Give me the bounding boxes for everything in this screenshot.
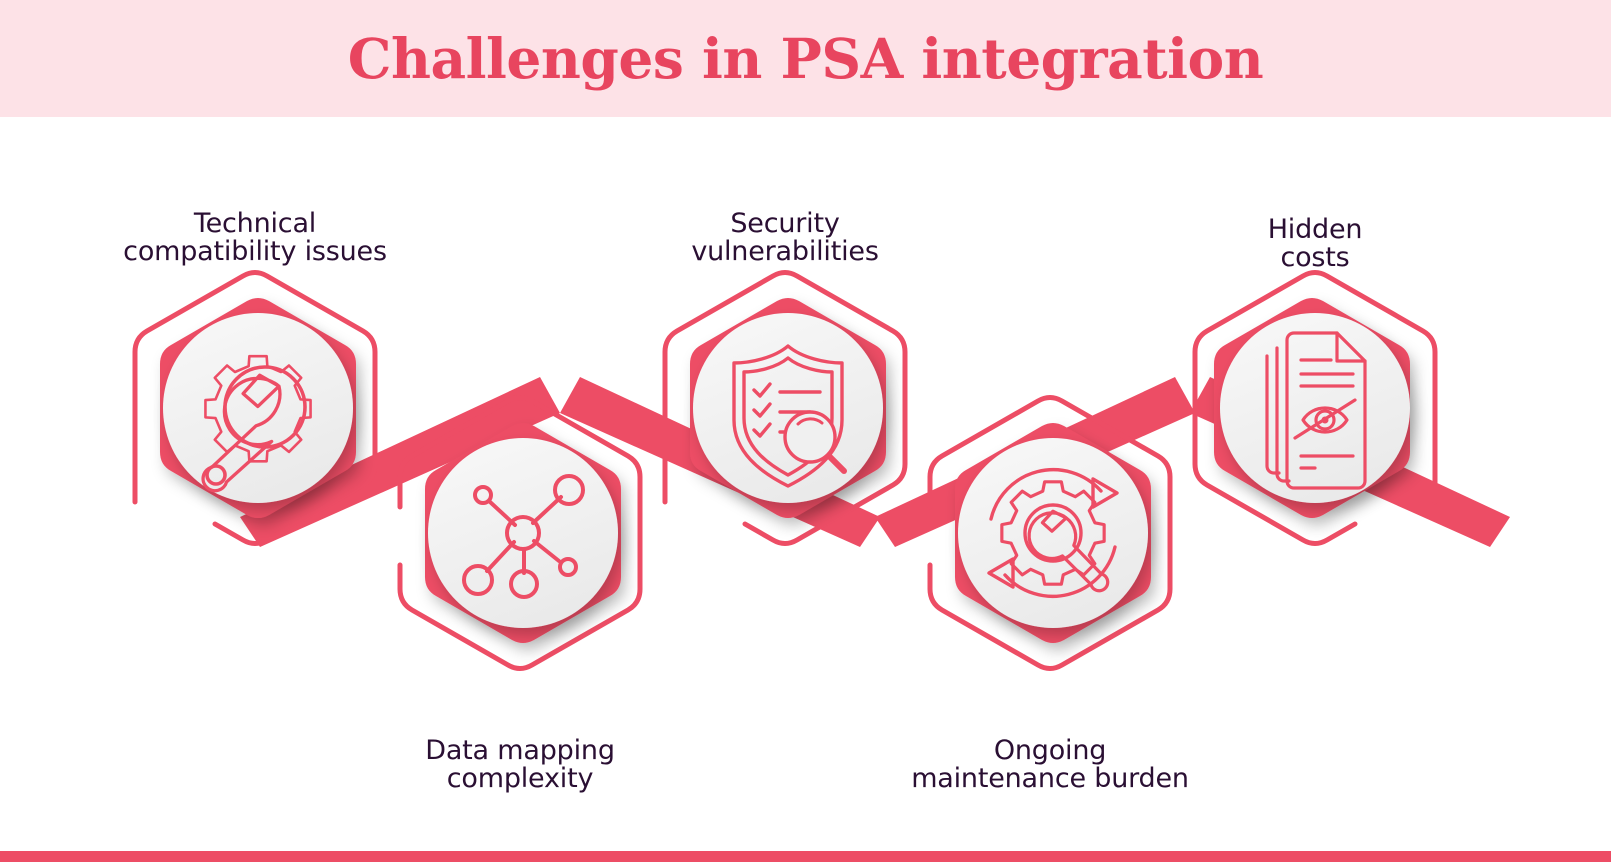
icon-circle-3 xyxy=(693,313,883,503)
header-band xyxy=(0,0,1611,117)
page-title: Challenges in PSA integration xyxy=(347,26,1264,91)
node-label-4: Ongoing maintenance burden xyxy=(911,735,1189,795)
icon-circle-2 xyxy=(428,438,618,628)
network-nodes-icon xyxy=(462,474,585,599)
hexagon-outline-3 xyxy=(662,270,908,546)
node-label-2: Data mapping complexity xyxy=(425,735,615,795)
node-label-1: Technical compatibility issues xyxy=(123,207,387,267)
node-hidden-costs[interactable]: Hidden costs xyxy=(1155,215,1475,632)
diagram-stage: Technical compatibility issues xyxy=(0,117,1611,851)
hexagon-group-5 xyxy=(1155,252,1475,632)
hexagon-group-3 xyxy=(625,252,945,632)
node-ongoing-maintenance[interactable]: Ongoing maintenance burden xyxy=(890,377,1210,793)
icon-circle-4 xyxy=(958,438,1148,628)
gear-wrench-icon xyxy=(201,354,312,493)
hexagon-group-4 xyxy=(890,377,1210,757)
hexagon-outline-2 xyxy=(397,395,643,671)
node-security-vulnerabilities[interactable]: Security vulnerabilities xyxy=(625,209,945,632)
hexagon-outline-1 xyxy=(132,270,378,546)
hexagon-outline-4 xyxy=(927,395,1173,671)
node-technical-compatibility[interactable]: Technical compatibility issues xyxy=(95,209,415,632)
document-hidden-eye-icon xyxy=(1265,331,1367,490)
icon-circle-5 xyxy=(1220,313,1410,503)
node-label-3: Security vulnerabilities xyxy=(691,207,879,267)
node-data-mapping[interactable]: Data mapping complexity xyxy=(360,377,680,793)
shield-checklist-magnifier-icon xyxy=(732,344,847,488)
node-label-5: Hidden costs xyxy=(1267,213,1363,273)
gear-wrench-refresh-icon xyxy=(987,467,1119,599)
hexagon-outline-5 xyxy=(1192,270,1438,546)
hexagon-group-2 xyxy=(360,377,680,757)
hexagon-group-1 xyxy=(95,252,415,632)
footer-accent-bar xyxy=(0,851,1611,862)
